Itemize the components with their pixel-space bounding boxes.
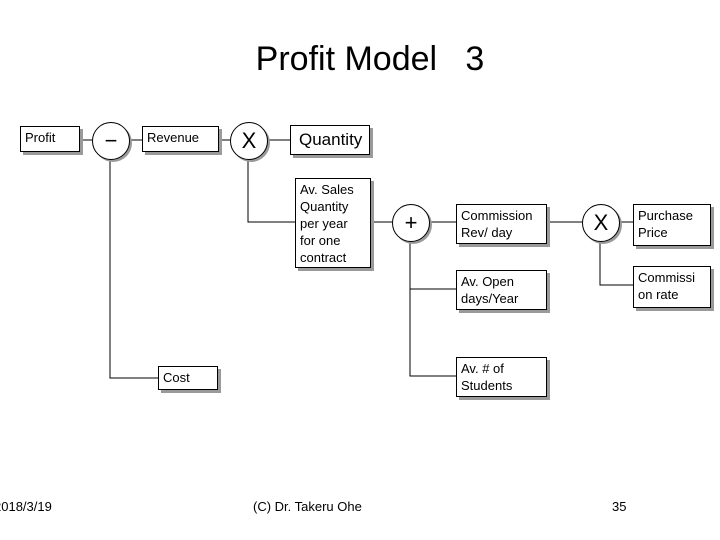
av-students-box: Av. # of Students (456, 357, 547, 397)
profit-label: Profit (25, 130, 56, 145)
revenue-label: Revenue (147, 130, 200, 145)
plus-symbol: + (404, 210, 418, 235)
revenue-box: Revenue (142, 126, 219, 152)
av-open-days-label: Av. Open days/Year (461, 274, 519, 306)
profit-box: Profit (20, 126, 80, 152)
av-open-days-box: Av. Open days/Year (456, 270, 547, 310)
multiply-operator-revenue: X (230, 122, 268, 160)
commission-rate-label: Commissi on rate (638, 270, 696, 302)
minus-operator: − (92, 122, 130, 160)
quantity-box: Quantity (290, 125, 370, 155)
multiply-operator-commission: X (582, 204, 620, 242)
multiply-symbol: X (241, 128, 257, 153)
av-sales-quantity-label: Av. Sales Quantity per year for one cont… (300, 182, 354, 265)
minus-symbol: − (104, 128, 118, 153)
slide-title: Profit Model 3 (255, 40, 485, 78)
purchase-price-label: Purchase Price (638, 208, 693, 240)
multiply-symbol: X (593, 210, 609, 235)
commission-rev-box: Commission Rev/ day (456, 204, 547, 244)
footer-page-number: 35 (612, 499, 627, 514)
footer-date: 2018/3/19 (0, 499, 52, 514)
commission-rev-label: Commission Rev/ day (461, 208, 533, 240)
quantity-label: Quantity (299, 130, 363, 149)
av-sales-quantity-box: Av. Sales Quantity per year for one cont… (295, 178, 371, 268)
footer-author: (C) Dr. Takeru Ohe (253, 499, 362, 514)
av-students-label: Av. # of Students (461, 361, 513, 393)
commission-rate-box: Commissi on rate (633, 266, 711, 308)
cost-label: Cost (163, 370, 190, 385)
plus-operator: + (392, 204, 430, 242)
cost-box: Cost (158, 366, 218, 390)
purchase-price-box: Purchase Price (633, 204, 711, 246)
